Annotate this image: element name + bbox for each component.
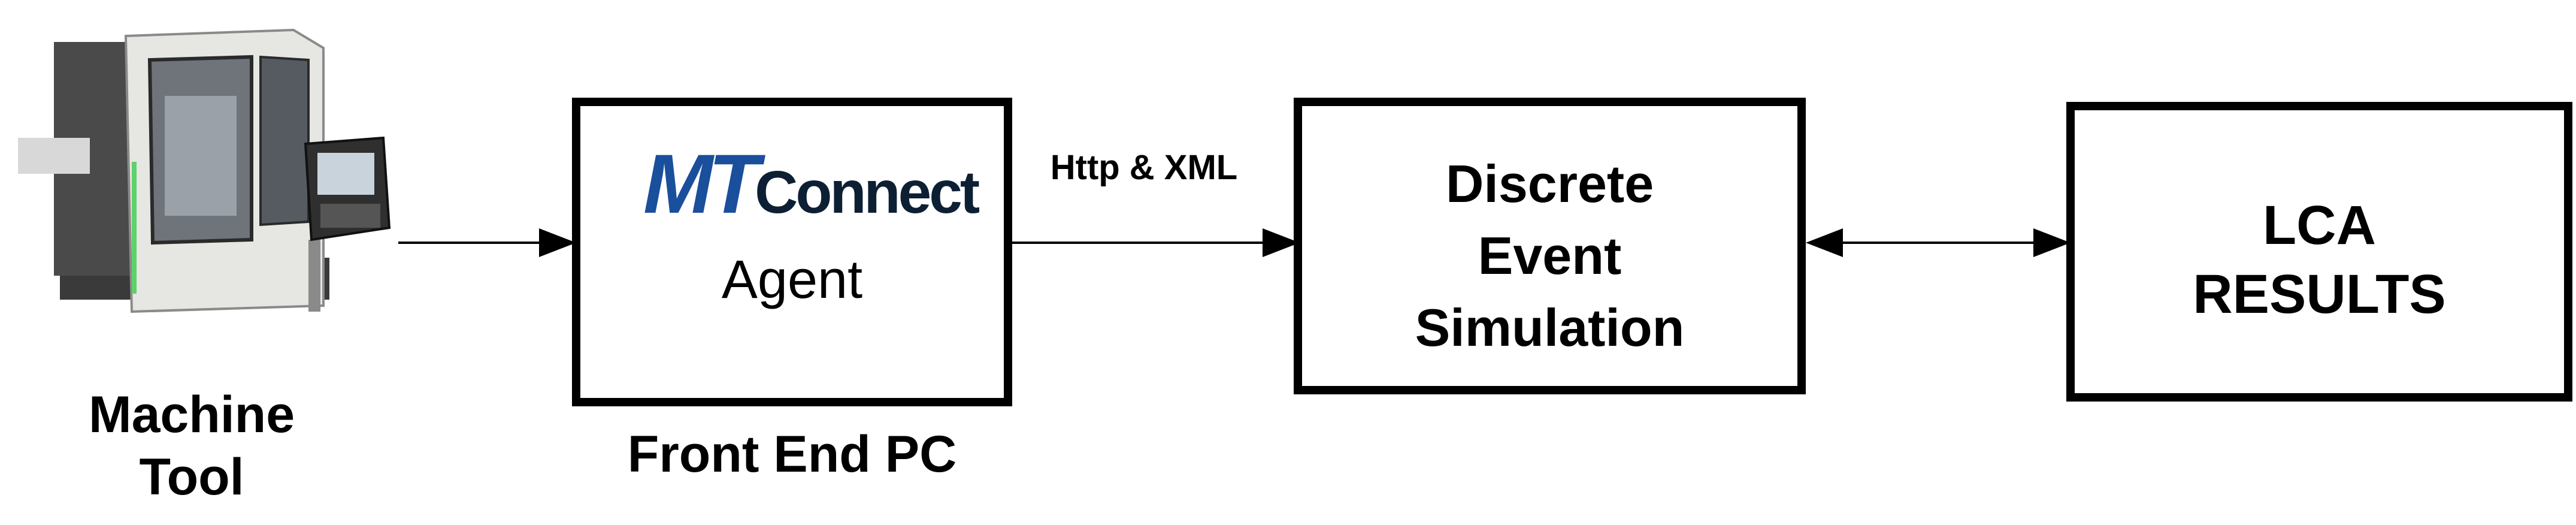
mtconnect-logo: MTConnect [643, 142, 980, 227]
des-line1: Discrete [1445, 154, 1654, 213]
machine-interior [165, 96, 237, 216]
des-text: Discrete Event Simulation [1302, 148, 1797, 364]
lca-results-box: LCA RESULTS [2066, 102, 2572, 402]
des-line2: Event [1478, 226, 1622, 285]
control-panel-arm [308, 240, 320, 312]
agent-label: Agent [721, 250, 863, 310]
lca-line2: RESULTS [2193, 264, 2446, 325]
machine-tool-image [18, 28, 391, 313]
mtconnect-logo-connect: Connect [755, 159, 980, 226]
machine-tool-label: Machine Tool [48, 384, 335, 508]
machine-label-line2: Tool [139, 448, 244, 506]
machine-label-line1: Machine [88, 386, 295, 443]
mtconnect-logo-mt: MT [643, 137, 759, 231]
control-panel-screen [317, 153, 374, 195]
protocol-label: Http & XML [1050, 148, 1238, 187]
machine-side-window [259, 55, 310, 227]
arrow-agent-to-des-head [1263, 228, 1300, 257]
lca-line1: LCA [2262, 195, 2377, 256]
lca-text: LCA RESULTS [2075, 191, 2564, 329]
machine-side-panel [18, 138, 90, 174]
arrow-agent-to-des-line [1012, 242, 1264, 244]
control-panel-keys [320, 204, 380, 228]
arrow-des-lca-right-head [2033, 228, 2071, 257]
arrow-des-lca-left-head [1806, 228, 1843, 257]
arrow-machine-to-agent-line [398, 242, 548, 244]
front-end-pc-label: Front End PC [627, 426, 957, 483]
discrete-event-simulation-box: Discrete Event Simulation [1294, 98, 1806, 394]
des-line3: Simulation [1415, 298, 1685, 357]
mtconnect-agent-box: MTConnect Agent [572, 98, 1012, 406]
arrow-machine-to-agent-head [539, 228, 576, 257]
arrow-des-lca-line [1839, 242, 2072, 244]
machine-status-light [132, 162, 137, 294]
